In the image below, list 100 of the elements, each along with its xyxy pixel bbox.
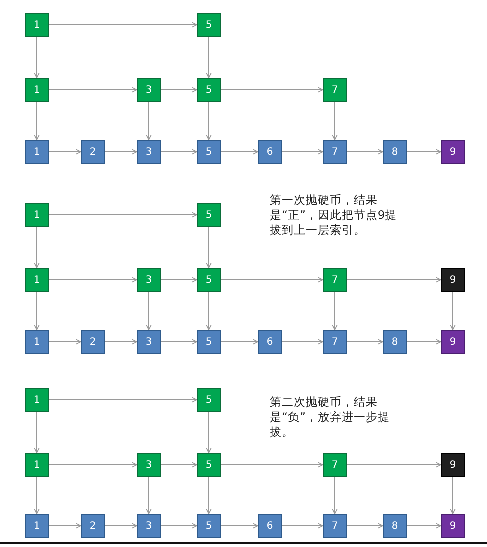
list-node: 6 [258,330,282,354]
arrow [160,523,198,529]
arrow [160,339,198,345]
arrow [160,462,198,468]
list-node: 3 [137,140,161,164]
arrow [406,149,442,155]
arrow [220,462,324,468]
arrow [332,292,338,330]
arrow [48,22,198,28]
list-node: 8 [383,330,407,354]
arrow [146,102,152,140]
list-node: 2 [81,330,105,354]
list-node: 3 [137,514,161,538]
arrow [346,277,442,283]
list-node: 1 [25,78,49,102]
list-node: 5 [197,330,221,354]
arrow [282,149,324,155]
arrow [34,36,40,78]
list-node: 7 [323,453,347,477]
list-node: 8 [383,140,407,164]
arrow [450,476,456,514]
list-node: 1 [25,140,49,164]
list-node: 6 [258,514,282,538]
list-node: 5 [197,203,221,227]
list-node: 9 [441,140,465,164]
arrow [206,226,212,268]
arrow [48,462,138,468]
arrow [104,523,138,529]
list-node: 5 [197,514,221,538]
list-node: 1 [25,268,49,292]
list-node: 7 [323,268,347,292]
arrow [34,292,40,330]
list-node: 5 [197,78,221,102]
arrow [450,292,456,330]
list-node: 3 [137,453,161,477]
arrow [206,102,212,140]
arrow [332,102,338,140]
arrow [48,523,82,529]
list-node: 1 [25,388,49,412]
arrow [104,149,138,155]
list-node: 1 [25,13,49,37]
arrow [34,226,40,268]
arrow [346,523,384,529]
list-node: 1 [25,514,49,538]
arrow [206,36,212,78]
arrow [48,149,82,155]
arrow [48,397,198,403]
note-text: 第二次抛硬币，结果是“负”，放弃进一步提拔。 [270,395,391,440]
arrow [206,292,212,330]
arrow [282,339,324,345]
list-node: 5 [197,268,221,292]
list-node: 5 [197,453,221,477]
list-node: 3 [137,78,161,102]
note-text: 第一次抛硬币，结果是“正”，因此把节点9提拔到上一层索引。 [270,193,398,238]
arrow [220,149,258,155]
arrow [34,476,40,514]
arrow [406,523,442,529]
arrow [282,523,324,529]
arrow [346,339,384,345]
list-node: 2 [81,514,105,538]
list-node: 7 [323,78,347,102]
list-node: 7 [323,140,347,164]
list-node: 1 [25,203,49,227]
list-node: 9 [441,514,465,538]
arrow [406,339,442,345]
arrow [220,277,324,283]
list-node: 5 [197,140,221,164]
list-node: 5 [197,388,221,412]
list-node: 7 [323,330,347,354]
list-node: 2 [81,140,105,164]
arrow [206,476,212,514]
arrow [346,149,384,155]
arrow [220,523,258,529]
arrow [160,277,198,283]
arrow [48,212,198,218]
list-node: 5 [197,13,221,37]
list-node: 7 [323,514,347,538]
list-node: 8 [383,514,407,538]
arrow [332,476,338,514]
arrow [48,339,82,345]
arrow [48,87,138,93]
arrow [146,292,152,330]
list-node: 3 [137,330,161,354]
arrow [206,412,212,454]
list-node: 6 [258,140,282,164]
arrow [34,412,40,454]
arrow [104,339,138,345]
arrow [220,339,258,345]
arrow [34,102,40,140]
arrow [146,476,152,514]
list-node: 1 [25,453,49,477]
arrow [48,277,138,283]
arrow [160,87,198,93]
list-node: 9 [441,330,465,354]
arrow [346,462,442,468]
list-node: 9 [441,268,465,292]
arrow [220,87,324,93]
list-node: 3 [137,268,161,292]
arrow [160,149,198,155]
list-node: 9 [441,453,465,477]
